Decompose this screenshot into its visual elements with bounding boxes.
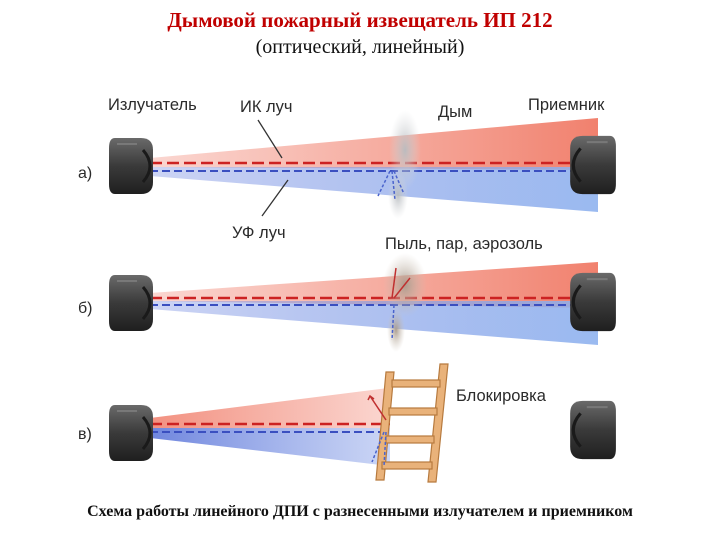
- row-mark-a: а): [78, 165, 92, 182]
- uv-beam-label: УФ луч: [232, 224, 286, 242]
- smoke-cloud: [389, 110, 421, 190]
- receiver-device: [568, 399, 618, 461]
- dust-label: Пыль, пар, аэрозоль: [385, 235, 543, 253]
- blocking-label: Блокировка: [456, 387, 547, 405]
- row-mark-b: б): [78, 300, 93, 317]
- ir-beam-label: ИК луч: [240, 98, 293, 116]
- row-blocking: [107, 363, 618, 483]
- ir-beam: [150, 262, 598, 308]
- uv-beam: [150, 301, 598, 345]
- slide-title: Дымовой пожарный извещатель ИП 212: [167, 8, 553, 32]
- receiver-device: [568, 271, 618, 333]
- receiver-label: Приемник: [528, 96, 605, 114]
- emitter-device: [107, 136, 155, 196]
- ir-label-pointer: [257, 119, 283, 159]
- ir-beam: [150, 118, 598, 170]
- row-dust: [107, 253, 618, 352]
- smoke-cloud-lower: [388, 171, 408, 219]
- row-mark-c: в): [78, 426, 92, 443]
- receiver-device: [568, 134, 618, 196]
- row-smoke: [107, 110, 618, 219]
- emitter-label: Излучатель: [108, 96, 197, 114]
- emitter-device: [107, 273, 155, 333]
- ir-beam: [150, 388, 390, 428]
- scatter-arrows: [391, 267, 411, 299]
- uv-beam: [150, 167, 598, 212]
- dust-cloud-lower: [387, 308, 405, 352]
- reflection-arrows-uv: [371, 431, 387, 467]
- uv-beam: [150, 428, 390, 466]
- uv-label-pointer: [261, 179, 289, 217]
- scatter-arrows: [377, 170, 405, 201]
- smoke-label: Дым: [438, 103, 472, 121]
- slide-subtitle: (оптический, линейный): [255, 36, 465, 58]
- scatter-arrows-uv: [391, 304, 395, 341]
- caption: Схема работы линейного ДПИ с разнесенным…: [87, 503, 633, 520]
- reflection-arrows: [367, 394, 387, 421]
- emitter-device: [107, 403, 155, 463]
- ladder: [375, 363, 449, 483]
